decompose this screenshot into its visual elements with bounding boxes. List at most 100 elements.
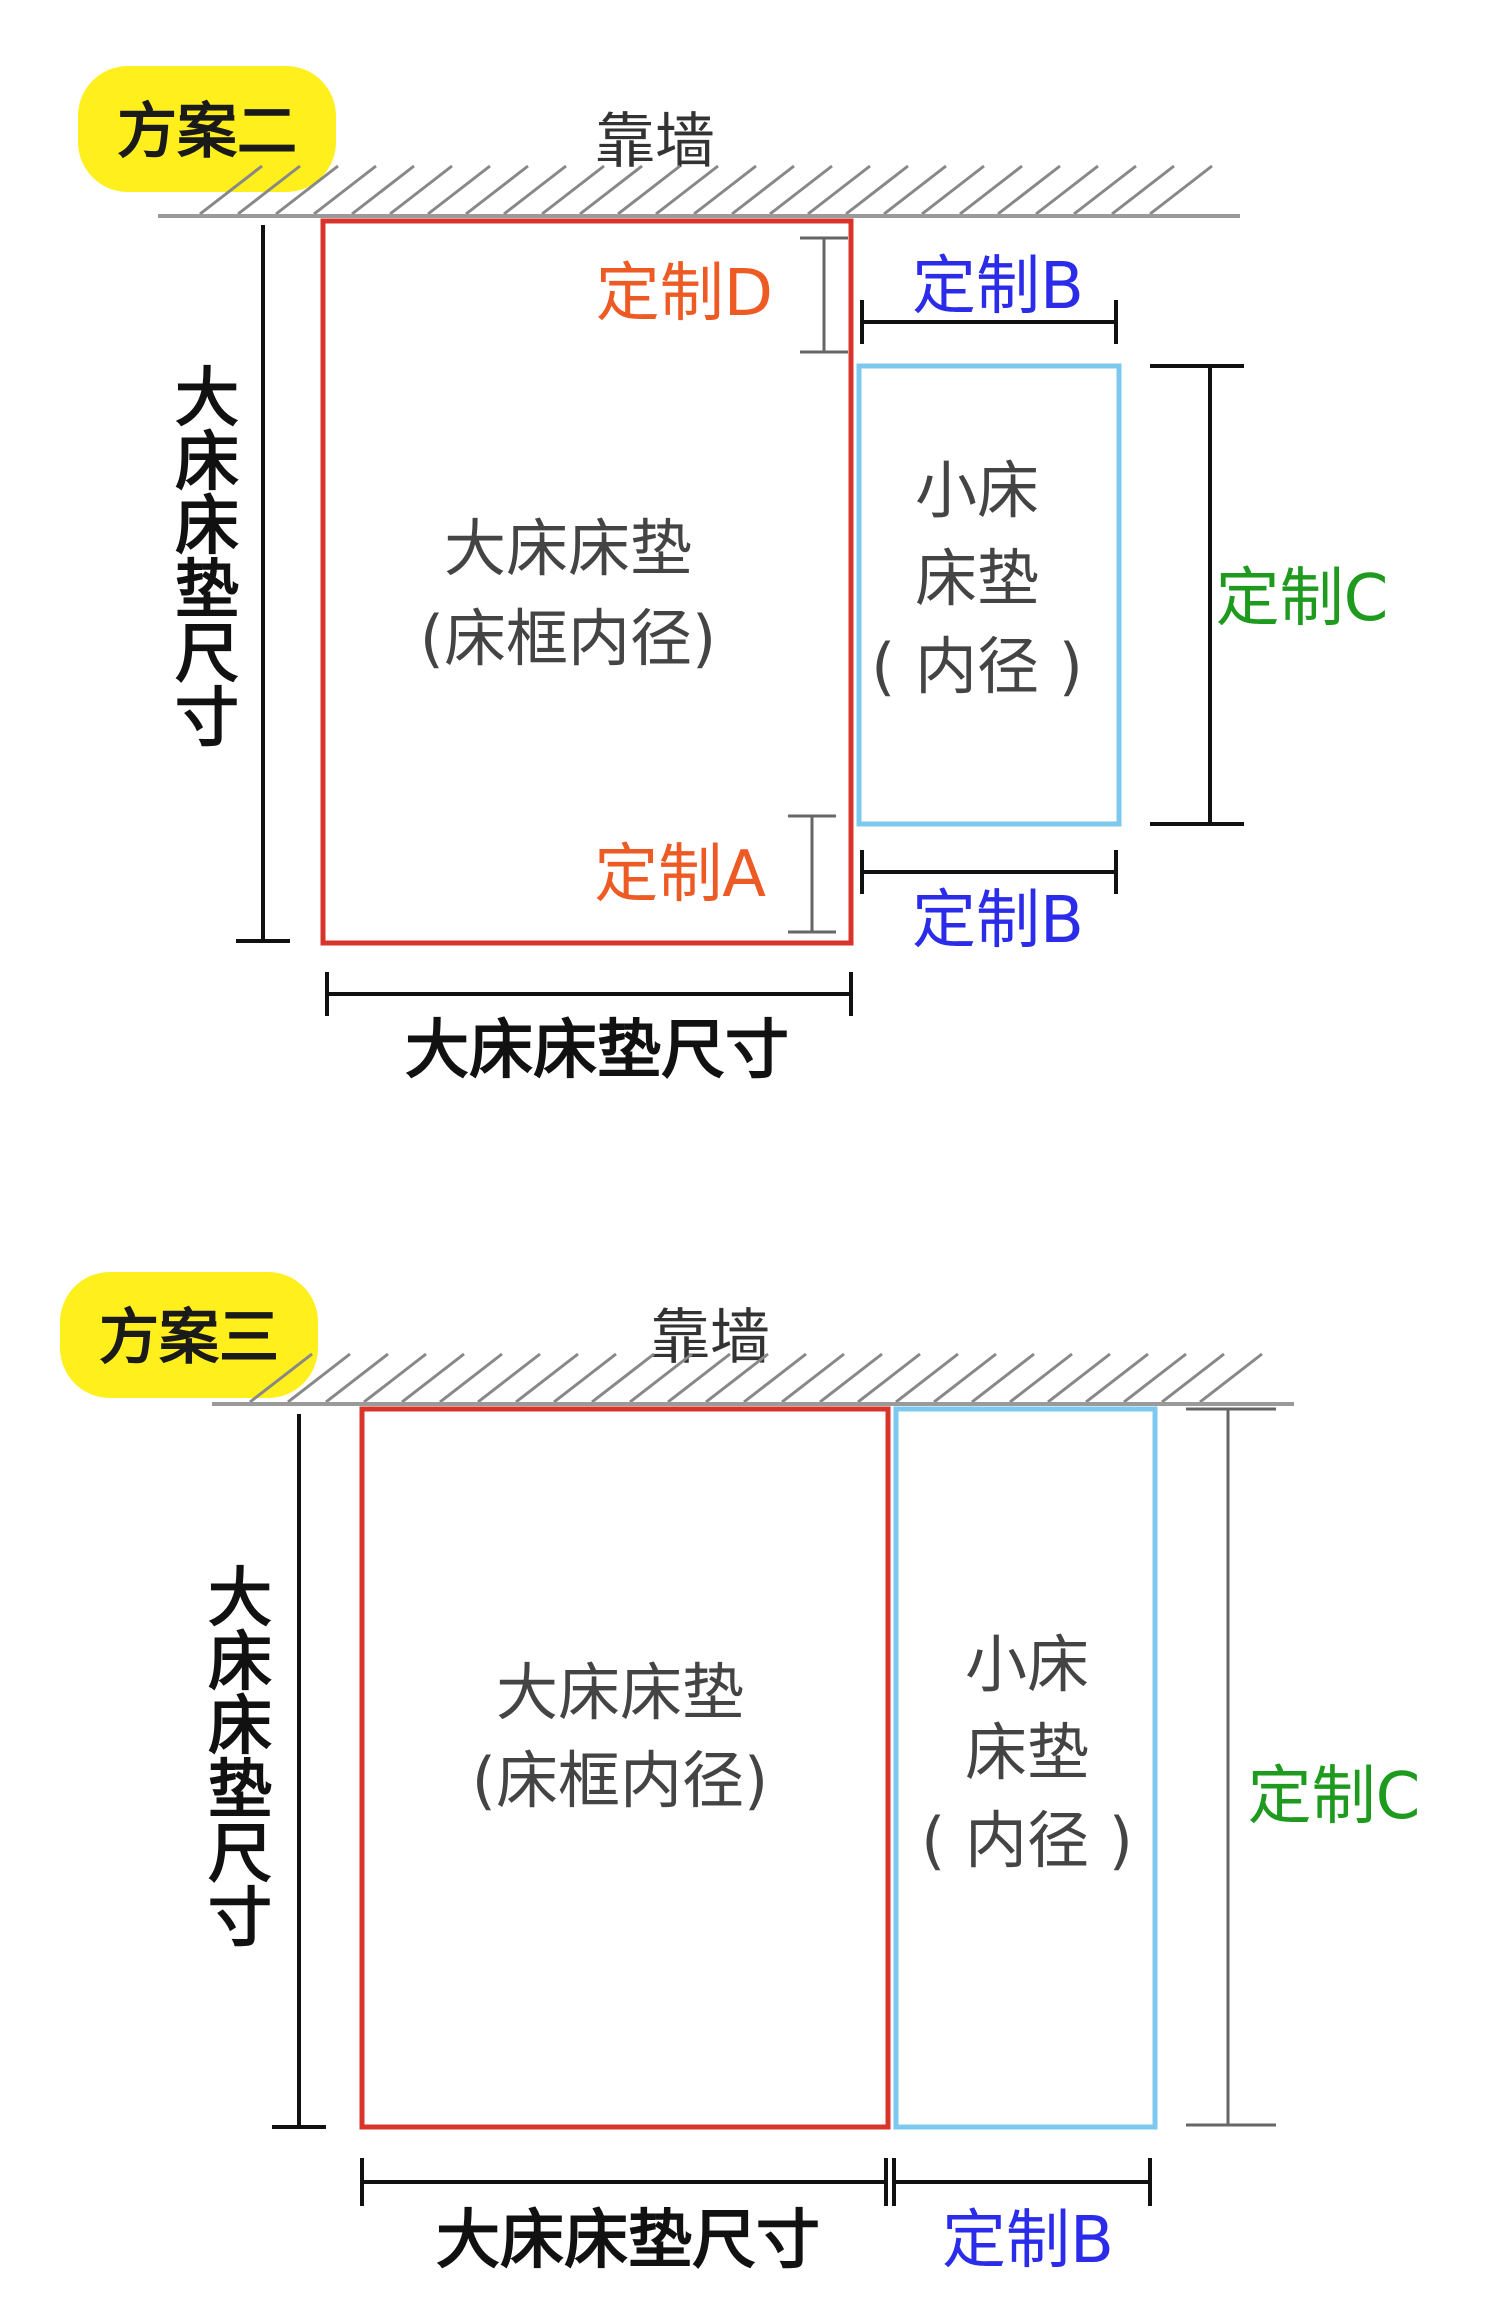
plan2-custom-b-bottom-dimension <box>860 850 1118 894</box>
plan3-vertical-dim-label: 大床床垫尺寸 <box>208 1562 272 1956</box>
plan3-big-bed-label-2: (床框内径) <box>472 1744 768 1817</box>
plan3-custom-b-label: 定制B <box>942 2204 1114 2278</box>
hatch-stroke <box>845 164 909 216</box>
plan3-wall-hatch <box>249 1352 1263 1404</box>
hatch-stroke <box>363 1352 427 1404</box>
plan2-horizontal-dimension <box>325 972 853 1016</box>
hatch-stroke <box>1111 164 1175 216</box>
hatch-stroke <box>883 164 947 216</box>
vertical-dim-char: 床 <box>175 490 239 564</box>
vertical-dim-char: 床 <box>208 1690 272 1764</box>
hatch-stroke <box>591 1352 655 1404</box>
hatch-stroke <box>427 164 491 216</box>
hatch-stroke <box>1199 1352 1263 1404</box>
hatch-stroke <box>275 164 339 216</box>
plan2-custom-d-dimension <box>800 236 848 354</box>
hatch-stroke <box>731 164 795 216</box>
hatch-stroke <box>857 1352 921 1404</box>
plan2-wall-label: 靠墙 <box>595 107 715 177</box>
hatch-stroke <box>655 164 719 216</box>
hatch-stroke <box>743 1352 807 1404</box>
hatch-stroke <box>693 164 757 216</box>
hatch-stroke <box>819 1352 883 1404</box>
hatch-stroke <box>1149 164 1213 216</box>
plan3-small-bed-label-1: 小床 <box>965 1628 1089 1701</box>
plan3-custom-b-dimension <box>892 2158 1152 2206</box>
plan2-custom-c-dimension <box>1150 364 1244 826</box>
plan3-small-bed-label-3: ( 内径 ) <box>921 1804 1133 1877</box>
plan2-small-bed <box>856 363 1122 827</box>
hatch-stroke <box>477 1352 541 1404</box>
hatch-stroke <box>781 1352 845 1404</box>
hatch-stroke <box>895 1352 959 1404</box>
vertical-dim-char: 垫 <box>175 554 239 628</box>
hatch-stroke <box>1035 164 1099 216</box>
plan2-custom-c-label: 定制C <box>1216 562 1389 636</box>
plan2-badge <box>78 66 336 192</box>
hatch-stroke <box>921 164 985 216</box>
hatch-stroke <box>389 164 453 216</box>
plan3-big-bed <box>359 1406 891 2130</box>
hatch-stroke <box>553 1352 617 1404</box>
hatch-stroke <box>439 1352 503 1404</box>
hatch-stroke <box>1009 1352 1073 1404</box>
hatch-stroke <box>325 1352 389 1404</box>
hatch-stroke <box>503 164 567 216</box>
plan3-badge <box>60 1272 318 1398</box>
hatch-stroke <box>1047 1352 1111 1404</box>
hatch-stroke <box>629 1352 693 1404</box>
plan3-small-bed <box>893 1406 1158 2130</box>
hatch-stroke <box>1161 1352 1225 1404</box>
plan2-vertical-dim-label: 大床床垫尺寸 <box>175 362 239 756</box>
plan2-small-bed-label-1: 小床 <box>915 454 1039 527</box>
hatch-stroke <box>997 164 1061 216</box>
hatch-stroke <box>237 164 301 216</box>
hatch-stroke <box>617 164 681 216</box>
hatch-stroke <box>313 164 377 216</box>
plan3-section: 方案三 靠墙 大床床垫 (床框内径) 小床 床垫 ( 内径 ) 定制C 大床床垫… <box>60 1272 1420 2278</box>
vertical-dim-char: 床 <box>175 426 239 500</box>
hatch-stroke <box>769 164 833 216</box>
vertical-dim-char: 尺 <box>175 618 239 692</box>
hatch-stroke <box>959 164 1023 216</box>
hatch-stroke <box>351 164 415 216</box>
plan2-badge-label: 方案二 <box>117 97 297 167</box>
hatch-stroke <box>667 1352 731 1404</box>
plan3-big-bed-label-1: 大床床垫 <box>496 1656 744 1729</box>
hatch-stroke <box>933 1352 997 1404</box>
plan3-custom-c-dimension <box>1186 1407 1276 2127</box>
hatch-stroke <box>579 164 643 216</box>
plan3-small-bed-label-2: 床垫 <box>965 1716 1089 1789</box>
hatch-stroke <box>1085 1352 1149 1404</box>
plan2-custom-b-top-dimension <box>860 300 1118 344</box>
hatch-stroke <box>287 1352 351 1404</box>
vertical-dim-char: 寸 <box>175 682 239 756</box>
hatch-stroke <box>971 1352 1035 1404</box>
plan3-horizontal-dim-label: 大床床垫尺寸 <box>436 2204 820 2278</box>
vertical-dim-char: 床 <box>208 1626 272 1700</box>
hatch-stroke <box>807 164 871 216</box>
hatch-stroke <box>515 1352 579 1404</box>
plan2-horizontal-dim-label: 大床床垫尺寸 <box>405 1014 789 1088</box>
hatch-stroke <box>249 1352 313 1404</box>
plan2-small-bed-label-2: 床垫 <box>915 542 1039 615</box>
plan2-big-bed-label-1: 大床床垫 <box>444 512 692 585</box>
plan2-custom-b-bottom-label: 定制B <box>912 884 1084 958</box>
hatch-stroke <box>1123 1352 1187 1404</box>
plan2-custom-d-label: 定制D <box>596 257 773 331</box>
vertical-dim-char: 垫 <box>208 1754 272 1828</box>
hatch-stroke <box>705 1352 769 1404</box>
plan3-wall-label: 靠墙 <box>650 1303 770 1373</box>
plan2-wall-hatch <box>199 164 1213 216</box>
plan2-section: 方案二 靠墙 大床床垫 (床框内径) 小床 床垫 ( 内径 ) 定制D 定制A <box>78 66 1388 1088</box>
vertical-dim-char: 寸 <box>208 1882 272 1956</box>
plan2-custom-a-dimension <box>788 814 836 934</box>
plan2-small-bed-label-3: ( 内径 ) <box>871 630 1083 703</box>
vertical-dim-char: 大 <box>208 1562 272 1636</box>
plan3-badge-label: 方案三 <box>99 1303 279 1373</box>
plan2-custom-b-top-label: 定制B <box>912 250 1084 324</box>
vertical-dim-char: 尺 <box>208 1818 272 1892</box>
plan3-custom-c-label: 定制C <box>1248 1760 1421 1834</box>
plan2-big-bed <box>320 218 854 946</box>
